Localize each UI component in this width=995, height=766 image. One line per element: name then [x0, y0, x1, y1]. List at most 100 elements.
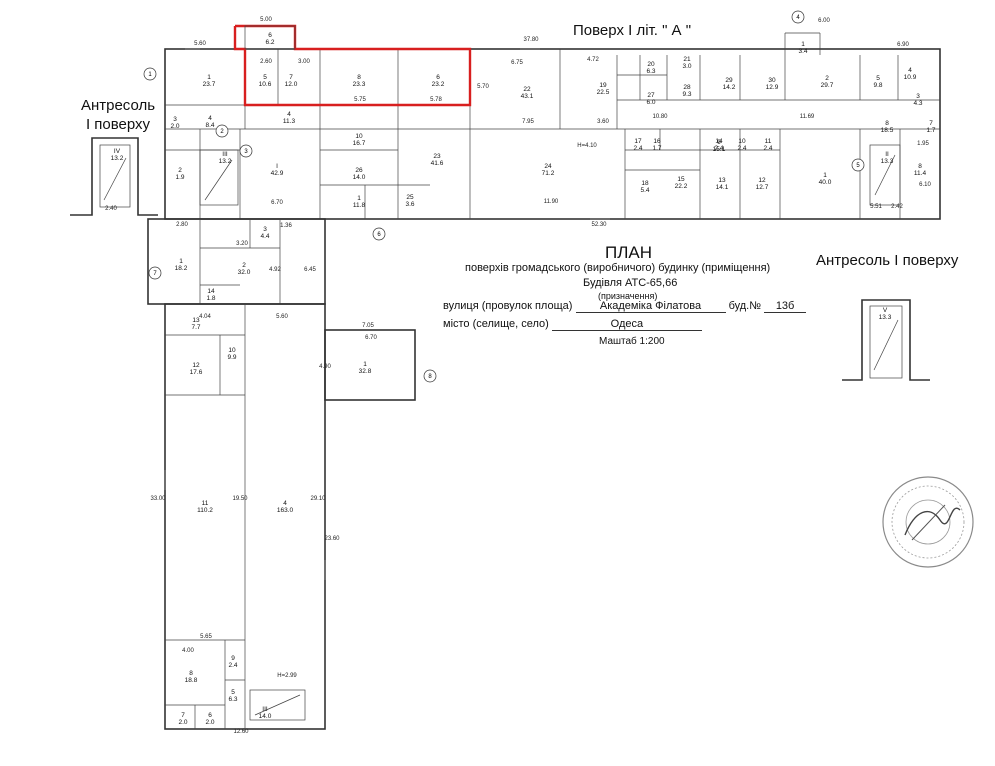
mezzanine-left-title: Антресоль І поверху — [78, 96, 158, 134]
street-row: вулиця (провулок площа) Академіка Філато… — [443, 300, 807, 313]
room-number: 4 — [208, 115, 212, 122]
floor-title: Поверх І літ. " А " — [573, 22, 692, 39]
svg-text:2: 2 — [220, 129, 224, 135]
dimension-label: 5.65 — [200, 634, 212, 640]
room-label: 712.0 — [285, 74, 298, 88]
dimension-label: H=4.10 — [577, 143, 597, 149]
room-number: 18 — [641, 180, 649, 187]
dimension-label: 6.45 — [304, 267, 316, 273]
room-number: 25 — [406, 194, 414, 201]
axis-marker-5: 4 — [791, 10, 805, 24]
room-number: 17 — [634, 138, 642, 145]
room-number: 1 — [823, 172, 827, 179]
room-number: 13 — [192, 317, 200, 324]
room-area: 2.0 — [205, 719, 214, 726]
room-number: I — [276, 163, 278, 170]
room-label: 118.2 — [175, 258, 188, 272]
dimension-label: 37.80 — [523, 37, 539, 43]
room-label: 232.0 — [238, 262, 251, 276]
plan-title: ПЛАН — [605, 243, 652, 262]
room-area: 42.9 — [271, 170, 284, 177]
room-number: 6 — [208, 712, 212, 719]
room-area: 2.4 — [763, 145, 772, 152]
room-area: 16.7 — [353, 140, 366, 147]
room-area: 7.7 — [191, 324, 200, 331]
room-number: 27 — [647, 92, 655, 99]
room-label: 71.7 — [926, 120, 935, 134]
room-number: 7 — [289, 74, 293, 81]
room-label: V13.3 — [879, 307, 892, 321]
dimension-label: 5.70 — [477, 84, 489, 90]
room-area: 13.3 — [879, 314, 892, 321]
room-area: 18.5 — [881, 127, 894, 134]
room-area: 110.2 — [197, 507, 213, 514]
dimension-label: H=2.99 — [277, 673, 297, 679]
room-area: 15.1 — [713, 146, 726, 153]
room-area: 1.9 — [175, 174, 184, 181]
room-area: 9.3 — [682, 91, 691, 98]
room-number: III — [222, 151, 228, 158]
room-area: 9.8 — [873, 82, 882, 89]
room-area: 10.9 — [904, 74, 917, 81]
room-number: V — [883, 307, 888, 314]
svg-text:5: 5 — [856, 163, 860, 169]
room-number: 2 — [242, 262, 246, 269]
svg-text:7: 7 — [153, 271, 157, 277]
room-number: 1 — [801, 41, 805, 48]
room-area: 18.8 — [185, 677, 198, 684]
room-number: 10 — [355, 133, 363, 140]
room-area: 163.0 — [277, 507, 294, 514]
room-area: 32.0 — [238, 269, 251, 276]
mezzanine-left-outline — [70, 137, 158, 216]
room-label: 213.0 — [682, 56, 691, 70]
dimension-label: 5.60 — [194, 41, 206, 47]
dimension-label: 4.90 — [319, 364, 331, 370]
room-label: 21.9 — [175, 167, 184, 181]
room-area: 17.6 — [190, 369, 203, 376]
room-area: 6.0 — [646, 99, 655, 106]
room-label: 206.3 — [646, 61, 655, 75]
room-number: 4 — [908, 67, 912, 74]
purpose-note: (призначення) — [598, 291, 658, 301]
scale-label: Маштаб 1:200 — [599, 336, 665, 347]
room-label: 112.4 — [763, 138, 772, 152]
dimension-label: 7.05 — [362, 323, 374, 329]
room-area: 11.8 — [353, 202, 366, 209]
city-value: Одеса — [551, 318, 702, 331]
room-number: 20 — [647, 61, 655, 68]
room-number: 30 — [768, 77, 776, 84]
room-area: 14.0 — [353, 174, 366, 181]
room-area: 12.7 — [756, 184, 769, 191]
room-number: 11 — [765, 138, 772, 145]
room-label: 289.3 — [682, 84, 691, 98]
official-seal-stamp — [882, 476, 974, 568]
room-number: 26 — [355, 167, 363, 174]
axis-marker-6: 5 — [851, 158, 865, 172]
room-number: 7 — [929, 120, 933, 127]
room-area: 23.2 — [432, 81, 445, 88]
street-label: вулиця (провулок площа) — [443, 300, 573, 312]
room-label: 13.4 — [798, 41, 807, 55]
room-number: 9 — [231, 655, 235, 662]
dimension-label: 5.60 — [276, 314, 288, 320]
room-number: 4 — [287, 111, 291, 118]
room-number: 8 — [918, 163, 922, 170]
dimension-label: 2.60 — [260, 59, 272, 65]
room-area: 10.6 — [259, 81, 272, 88]
room-label: 72.0 — [178, 712, 187, 726]
dimension-label: 5.78 — [430, 97, 442, 103]
room-label: 915.1 — [713, 139, 726, 153]
dimension-label: 1.36 — [280, 223, 292, 229]
svg-text:6: 6 — [377, 232, 381, 238]
dimension-label: 2.80 — [176, 222, 188, 228]
room-number: 8 — [357, 74, 361, 81]
room-number: 21 — [683, 56, 691, 63]
room-number: 2 — [178, 167, 182, 174]
